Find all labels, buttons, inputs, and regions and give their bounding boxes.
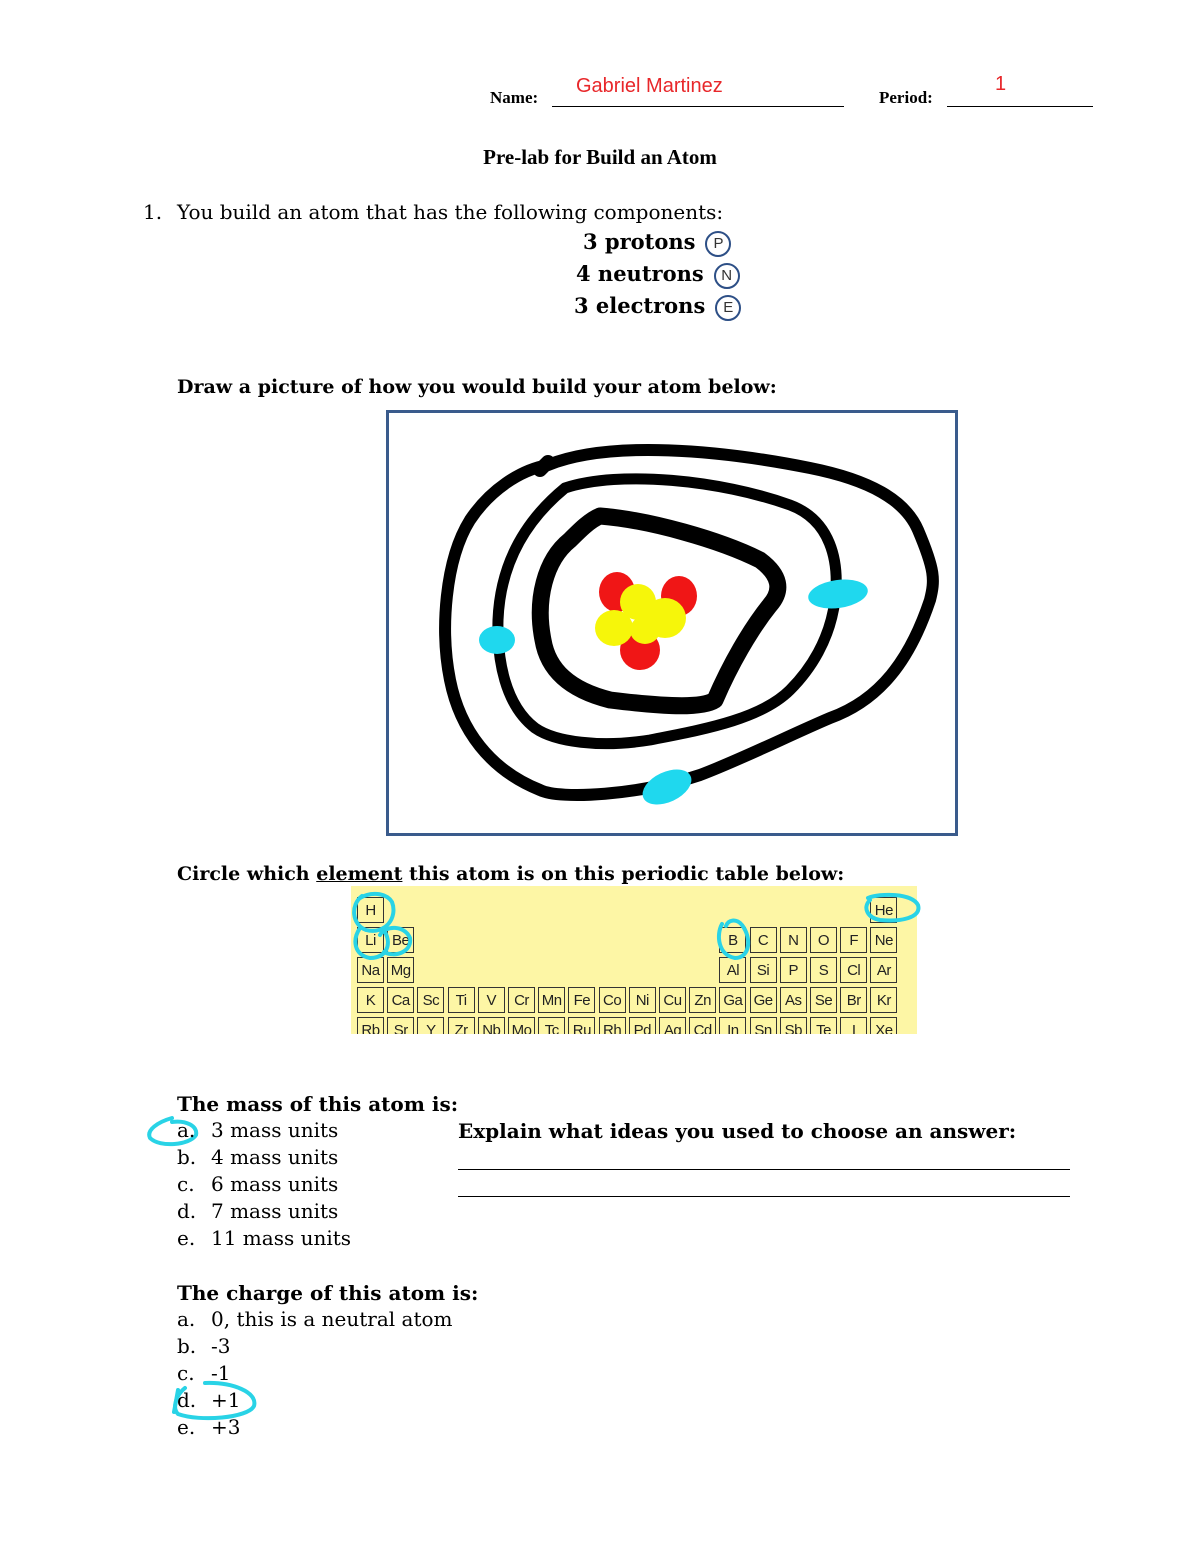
element-cell-mg[interactable]: Mg [387,957,415,983]
mass-option-d[interactable]: d.7 mass units [177,1199,339,1223]
element-cell-as[interactable]: As [779,987,807,1013]
element-cell-y[interactable]: Y [417,1017,445,1034]
element-cell-na[interactable]: Na [357,957,384,983]
element-cell-h[interactable]: H [357,897,384,923]
element-cell-cu[interactable]: Cu [659,987,686,1013]
element-cell-ar[interactable]: Ar [870,957,898,983]
element-cell-k[interactable]: K [357,987,384,1013]
element-cell-se[interactable]: Se [810,987,837,1013]
period-label: Period: [879,88,933,107]
charge-option-c[interactable]: c.-1 [177,1361,231,1385]
element-cell-sb[interactable]: Sb [779,1017,807,1034]
element-cell-ca[interactable]: Ca [387,987,415,1013]
element-cell-nb[interactable]: Nb [477,1017,505,1034]
element-cell-li[interactable]: Li [357,927,384,953]
element-cell-cd[interactable]: Cd [689,1017,717,1034]
element-cell-sr[interactable]: Sr [387,1017,415,1034]
element-cell-ge[interactable]: Ge [749,987,777,1013]
mass-option-c[interactable]: c.6 mass units [177,1172,339,1196]
answer-line-1[interactable] [458,1169,1070,1170]
element-cell-cl[interactable]: Cl [840,957,868,983]
element-cell-v[interactable]: V [477,987,505,1013]
mass-option-e[interactable]: e.11 mass units [177,1226,352,1250]
element-cell-br[interactable]: Br [840,987,868,1013]
element-cell-co[interactable]: Co [598,987,626,1013]
explain-prompt: Explain what ideas you used to choose an… [458,1119,1017,1143]
circle-prompt: Circle which element this atom is on thi… [177,863,845,885]
element-cell-al[interactable]: Al [719,957,747,983]
element-cell-b[interactable]: B [719,927,747,953]
element-cell-rh[interactable]: Rh [598,1017,626,1034]
element-cell-in[interactable]: In [719,1017,747,1034]
charge-option-e[interactable]: e.+3 [177,1415,241,1439]
element-cell-te[interactable]: Te [810,1017,837,1034]
element-cell-ti[interactable]: Ti [447,987,475,1013]
drawing-box[interactable] [386,410,958,836]
period-value[interactable]: 1 [995,73,1007,95]
charge-option-b[interactable]: b.-3 [177,1334,231,1358]
period-line [947,106,1093,107]
element-cell-ne[interactable]: Ne [870,927,898,953]
answer-line-2[interactable] [458,1196,1070,1197]
element-cell-mo[interactable]: Mo [508,1017,535,1034]
mass-options: a.3 mass units b.4 mass units c.6 mass u… [177,1117,351,1252]
neutron-icon: N [713,262,740,289]
element-cell-zr[interactable]: Zr [447,1017,475,1034]
name-line [552,106,844,107]
element-cell-ag[interactable]: Ag [659,1017,686,1034]
element-cell-c[interactable]: C [749,927,777,953]
name-value[interactable]: Gabriel Martinez [576,75,723,97]
element-cell-sc[interactable]: Sc [417,987,445,1013]
element-cell-s[interactable]: S [810,957,837,983]
element-cell-zn[interactable]: Zn [689,987,717,1013]
question-prompt: You build an atom that has the following… [177,200,724,224]
element-cell-mn[interactable]: Mn [538,987,566,1013]
element-cell-ni[interactable]: Ni [628,987,656,1013]
proton-icon: P [705,230,732,257]
question-number: 1. [143,200,163,224]
draw-prompt: Draw a picture of how you would build yo… [177,376,777,398]
charge-options: a.0, this is a neutral atom b.-3 c.-1 d.… [177,1306,453,1441]
element-cell-ga[interactable]: Ga [719,987,747,1013]
element-cell-i[interactable]: I [840,1017,868,1034]
element-cell-ru[interactable]: Ru [568,1017,596,1034]
header: Name: Gabriel Martinez Period: 1 [0,0,1200,130]
name-label: Name: [490,88,539,107]
electron-icon: E [715,294,742,321]
element-cell-n[interactable]: N [779,927,807,953]
element-cell-xe[interactable]: Xe [870,1017,898,1034]
element-cell-kr[interactable]: Kr [870,987,898,1013]
element-cell-cr[interactable]: Cr [508,987,535,1013]
charge-option-d[interactable]: d.+1 [177,1388,241,1412]
element-cell-p[interactable]: P [779,957,807,983]
element-cell-fe[interactable]: Fe [568,987,596,1013]
element-cell-tc[interactable]: Tc [538,1017,566,1034]
page-title: Pre-lab for Build an Atom [483,145,717,169]
element-cell-be[interactable]: Be [387,927,415,953]
element-cell-sn[interactable]: Sn [749,1017,777,1034]
element-cell-rb[interactable]: Rb [357,1017,384,1034]
element-cell-si[interactable]: Si [749,957,777,983]
element-cell-f[interactable]: F [840,927,868,953]
mass-option-a[interactable]: a.3 mass units [177,1118,339,1142]
charge-question-heading: The charge of this atom is: [177,1281,479,1305]
mass-question-heading: The mass of this atom is: [177,1092,459,1116]
element-cell-o[interactable]: O [810,927,837,953]
charge-option-a[interactable]: a.0, this is a neutral atom [177,1307,453,1331]
mass-option-b[interactable]: b.4 mass units [177,1145,339,1169]
element-cell-he[interactable]: He [870,897,898,923]
element-cell-pd[interactable]: Pd [628,1017,656,1034]
